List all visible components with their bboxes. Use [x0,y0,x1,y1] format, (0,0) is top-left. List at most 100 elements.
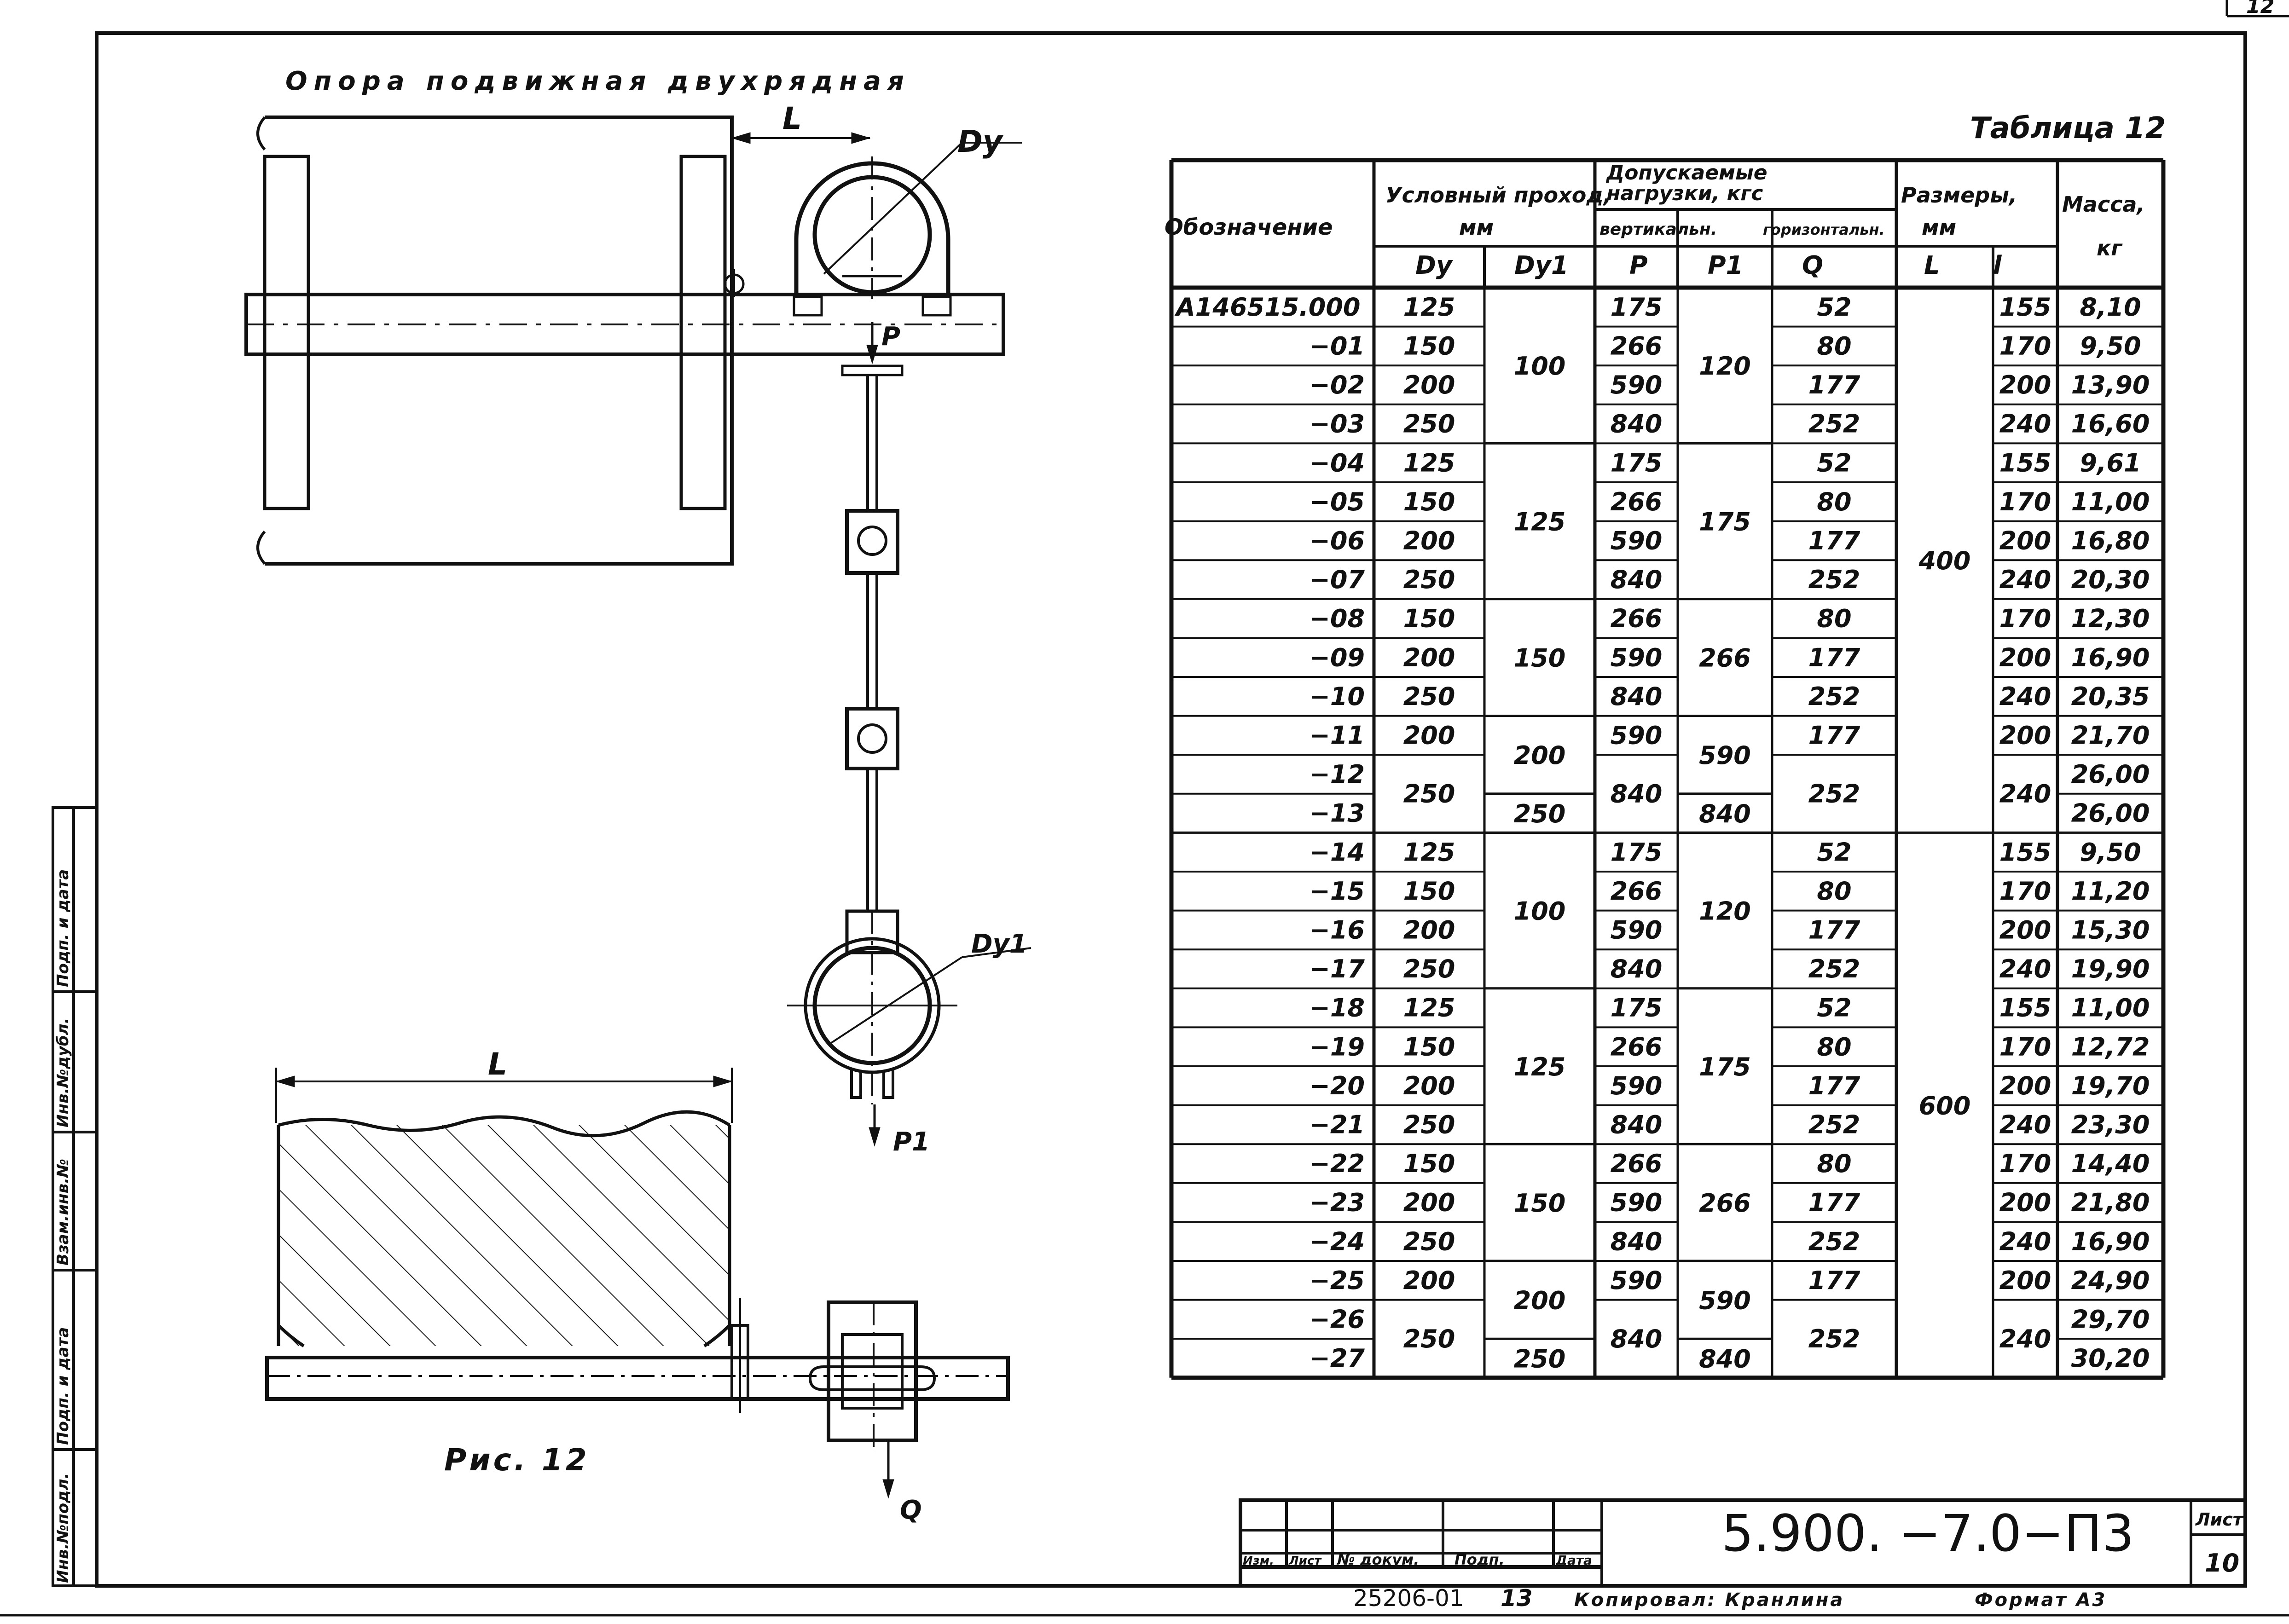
cell-dy1: 250 [1514,799,1566,828]
cell-p: 590 [1611,721,1663,750]
tb-sheet-label: Лист [2195,1509,2244,1530]
cell-q: 252 [1808,1324,1860,1353]
cell-dy: 200 [1403,370,1455,399]
cell-mass: 9,61 [2080,448,2141,477]
tb-copied: Копировал: Кранлина [1574,1589,1844,1611]
cell-dy: 200 [1403,1071,1455,1100]
tb-col-list: Лист [1288,1554,1322,1568]
cell-q: 177 [1808,916,1860,945]
stamp-podp-date-1: Подп. и дата [54,1327,72,1445]
cell-oboz: −09 [1310,643,1365,672]
cell-oboz: −18 [1310,994,1365,1023]
cell-l: 200 [1999,1266,2051,1295]
cell-dy1: 200 [1514,741,1566,770]
hdr-dop-2: нагрузки, кгс [1606,182,1763,205]
side-stamp [53,808,97,1586]
dim-L-side: L [488,1046,507,1082]
cell-dy: 250 [1403,954,1455,983]
cell-mass: 9,50 [2080,838,2141,867]
cell-q: 52 [1817,838,1851,867]
cell-dy: 150 [1403,604,1455,633]
cell-dy: 200 [1403,721,1455,750]
cell-p: 266 [1611,877,1663,906]
cell-dy: 250 [1403,779,1455,808]
hdr-massa: Масса, [2062,192,2145,217]
tb-col-podp: Подп. [1455,1551,1505,1568]
cell-q: 252 [1808,410,1860,439]
table-grid [1171,160,2163,1378]
cell-p1: 120 [1699,897,1751,926]
label-Dy1: Dу1 [971,929,1027,959]
cell-l: 200 [1999,643,2051,672]
cell-q: 252 [1808,779,1860,808]
cell-dy: 250 [1403,1110,1455,1139]
cell-mass: 11,00 [2071,994,2150,1023]
cell-l: 170 [1999,877,2051,906]
cell-q: 177 [1808,1266,1860,1295]
hdr-gor: горизонтальн. [1763,221,1885,238]
cell-dy1: 200 [1514,1286,1566,1315]
cell-q: 252 [1808,954,1860,983]
cell-p: 590 [1611,1188,1663,1217]
cell-oboz: −17 [1310,954,1365,983]
cell-oboz: −04 [1310,448,1365,477]
cell-dy: 125 [1403,448,1455,477]
side-view [267,1068,1008,1498]
cell-l: 155 [1999,448,2051,477]
cell-q: 177 [1808,370,1860,399]
hdr-Q: Q [1802,251,1823,280]
cell-oboz: −21 [1310,1110,1365,1139]
cell-p: 840 [1611,1227,1663,1256]
hdr-L: L [1924,251,1940,280]
cell-L: 400 [1918,546,1971,575]
cell-p1: 175 [1699,508,1751,537]
cell-oboz: −27 [1310,1344,1365,1373]
cell-p1: 590 [1699,1286,1751,1315]
cell-q: 80 [1817,1149,1851,1178]
cell-mass: 21,80 [2071,1188,2150,1217]
cell-l: 155 [1999,293,2051,322]
cell-l: 200 [1999,721,2051,750]
cell-p: 266 [1611,1032,1663,1061]
cell-p: 266 [1611,487,1663,516]
cell-q: 80 [1817,604,1851,633]
hdr-massa-unit: кг [2097,236,2123,260]
cell-p1: 266 [1699,644,1751,673]
hdr-P1: P1 [1708,251,1743,280]
cell-l: 200 [1999,1071,2051,1100]
cell-l: 200 [1999,370,2051,399]
cell-dy1: 125 [1514,1052,1566,1081]
cell-mass: 13,90 [2071,370,2150,399]
cell-q: 177 [1808,526,1860,555]
cell-dy: 200 [1403,1188,1455,1217]
cell-oboz: −20 [1310,1071,1365,1100]
cell-p: 590 [1611,643,1663,672]
cell-p1: 840 [1699,799,1751,828]
cell-p: 590 [1611,1266,1663,1295]
cell-l: 155 [1999,994,2051,1023]
cell-oboz: −07 [1310,565,1365,594]
cell-p1: 840 [1699,1345,1751,1374]
cell-mass: 11,00 [2071,487,2150,516]
cell-oboz: −22 [1310,1149,1365,1178]
cell-p1: 120 [1699,352,1751,381]
hdr-Dy: Dу [1415,251,1454,280]
cell-p: 590 [1611,526,1663,555]
cell-dy: 200 [1403,1266,1455,1295]
cell-dy: 250 [1403,1227,1455,1256]
cell-dy: 250 [1403,1324,1455,1353]
label-Dy: Dу [957,124,1004,159]
cell-mass: 29,70 [2071,1305,2150,1334]
cell-dy: 250 [1403,565,1455,594]
title-block [0,1500,2245,1590]
cell-p: 840 [1611,954,1663,983]
cell-dy: 150 [1403,332,1455,361]
cell-p: 590 [1611,370,1663,399]
cell-l: 240 [1999,410,2051,439]
cell-l: 170 [1999,1032,2051,1061]
cell-dy1: 250 [1514,1345,1566,1374]
cell-l: 240 [1999,954,2051,983]
cell-dy: 200 [1403,916,1455,945]
